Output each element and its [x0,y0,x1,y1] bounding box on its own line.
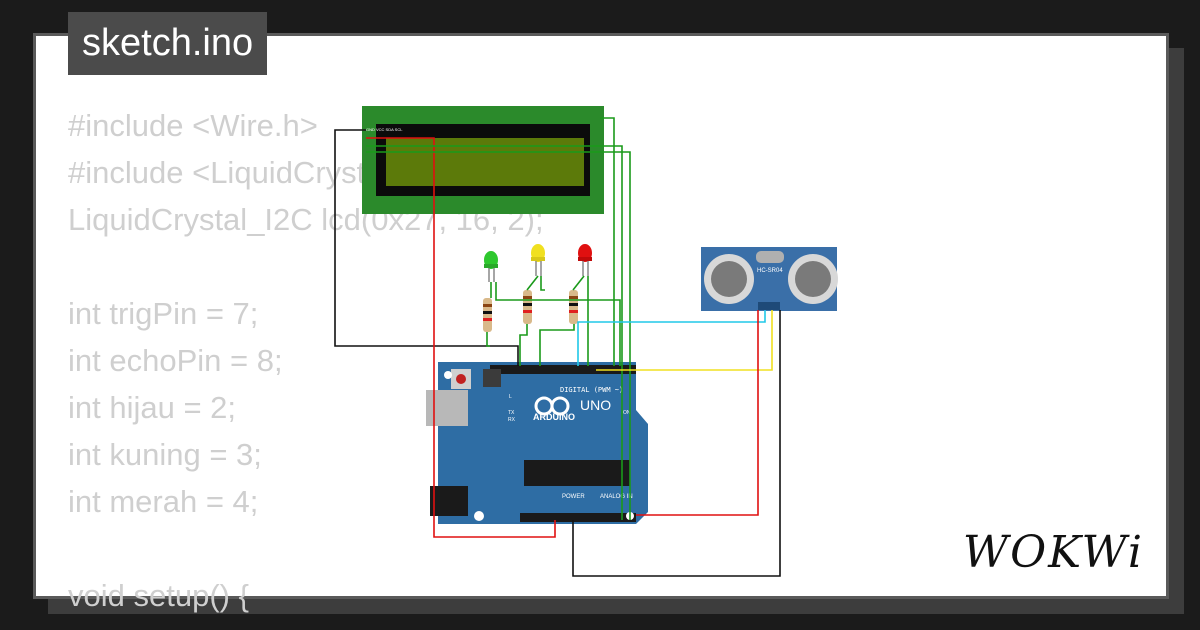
wokwi-logo: WOKWi [962,527,1144,578]
model-label: UNO [580,397,611,413]
led-green [484,251,498,282]
code-line: void setup() { [68,578,249,613]
resistor-3 [569,290,578,324]
arduino-board: DIGITAL (PWM ~) ARDUINO UNO POWER ANALOG… [426,362,648,524]
tx-label: TX [508,410,515,416]
digital-label: DIGITAL (PWM ~) [560,386,623,394]
lcd-pin-labels: GND VCC SDA SCL [366,127,403,132]
atmega-chip [524,460,630,486]
resistor-2 [523,290,532,324]
rx-label: RX [508,417,516,423]
code-line: int hijau = 2; [68,390,237,425]
led-yellow [531,244,545,276]
file-title-tab: sketch.ino [68,12,268,75]
led-red [578,244,592,276]
digital-header [490,365,636,374]
icsp-header [483,369,501,387]
analog-label: ANALOG IN [600,494,633,500]
brand-label: ARDUINO [533,412,575,422]
ultrasonic-sensor: HC-SR04 [701,247,838,311]
power-jack [430,486,468,516]
usb-port [426,390,468,426]
power-label: POWER [562,494,585,500]
power-analog-header [520,513,636,522]
code-line: int merah = 4; [68,484,259,519]
code-line: #include <Wire.h> [68,108,318,143]
on-label: ON [623,410,631,416]
code-line: int echoPin = 8; [68,343,283,378]
wires [334,117,781,577]
code-line: int trigPin = 7; [68,296,259,331]
code-line: int kuning = 3; [68,437,262,472]
sensor-label: HC-SR04 [757,268,783,274]
lcd-display: GND VCC SDA SCL [362,106,604,214]
led-l-label: L [509,394,512,400]
resistor-1 [483,298,492,332]
